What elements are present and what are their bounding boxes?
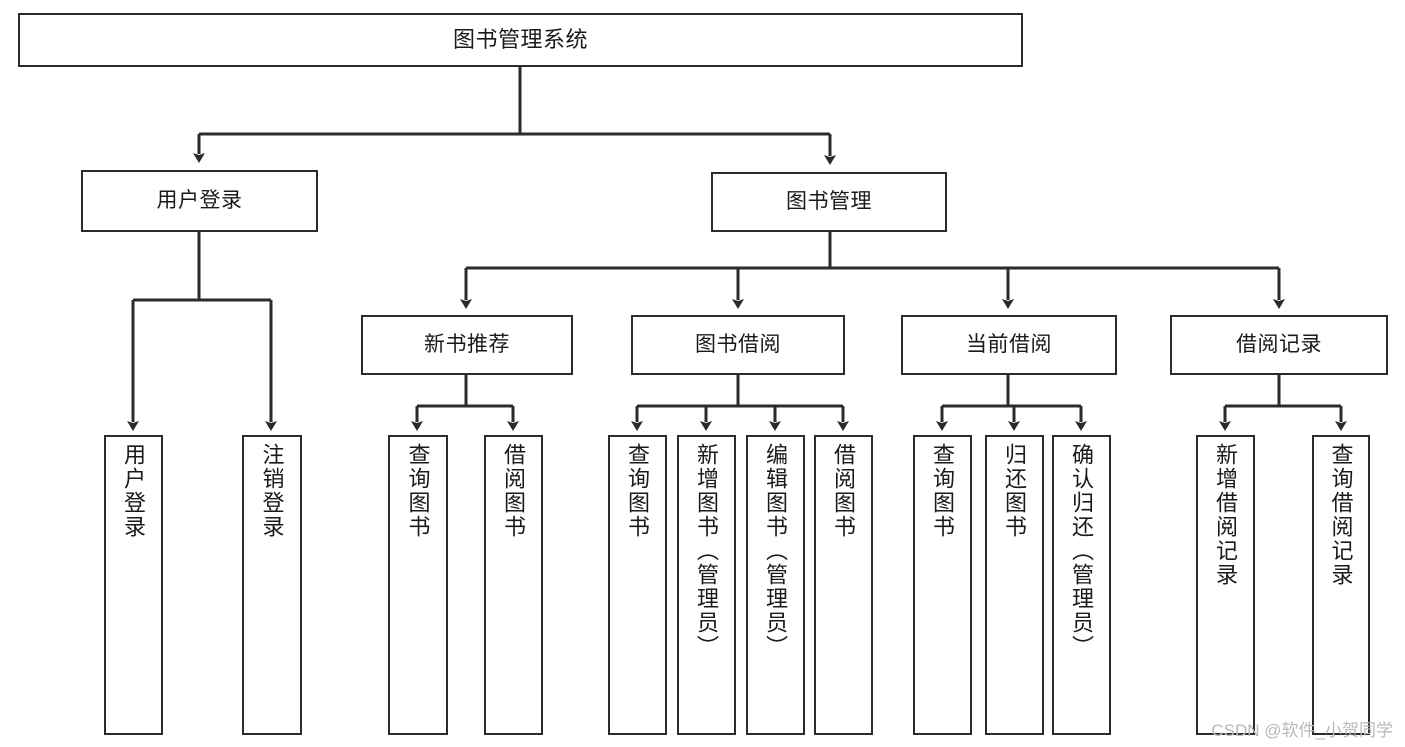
leaf-add-book-label: 新增图书（管理员）	[694, 443, 720, 659]
leaf-query-record[interactable]: 查询借阅记录	[1312, 435, 1370, 735]
leaf-logout-login[interactable]: 注销登录	[242, 435, 302, 735]
node-root-label: 图书管理系统	[452, 27, 588, 53]
leaf-query-book-3-label: 查询图书	[930, 443, 956, 539]
node-root[interactable]: 图书管理系统	[18, 13, 1023, 67]
node-book-manage-label: 图书管理	[786, 189, 872, 213]
leaf-borrow-book-1[interactable]: 借阅图书	[484, 435, 543, 735]
leaf-query-book-1[interactable]: 查询图书	[388, 435, 448, 735]
leaf-return-book[interactable]: 归还图书	[985, 435, 1044, 735]
leaf-confirm-return[interactable]: 确认归还（管理员）	[1052, 435, 1111, 735]
leaf-edit-book-label: 编辑图书（管理员）	[763, 443, 789, 659]
node-borrow-record-label: 借阅记录	[1236, 332, 1322, 356]
node-current-borrow-label: 当前借阅	[966, 332, 1052, 356]
leaf-query-record-label: 查询借阅记录	[1328, 443, 1354, 587]
leaf-query-book-2-label: 查询图书	[625, 443, 651, 539]
leaf-add-book[interactable]: 新增图书（管理员）	[677, 435, 736, 735]
leaf-query-book-1-label: 查询图书	[405, 443, 431, 539]
node-book-manage[interactable]: 图书管理	[711, 172, 947, 232]
node-book-borrow-label: 图书借阅	[695, 332, 781, 356]
leaf-return-book-label: 归还图书	[1002, 443, 1028, 539]
node-new-book-recommend-label: 新书推荐	[424, 332, 510, 356]
node-user-login-label: 用户登录	[156, 188, 243, 212]
node-borrow-record[interactable]: 借阅记录	[1170, 315, 1388, 375]
leaf-borrow-book-2[interactable]: 借阅图书	[814, 435, 873, 735]
node-user-login[interactable]: 用户登录	[81, 170, 318, 232]
node-book-borrow[interactable]: 图书借阅	[631, 315, 845, 375]
leaf-borrow-book-1-label: 借阅图书	[501, 443, 527, 539]
leaf-add-record-label: 新增借阅记录	[1213, 443, 1239, 587]
leaf-logout-login-label: 注销登录	[259, 443, 285, 539]
leaf-confirm-return-label: 确认归还（管理员）	[1069, 443, 1095, 659]
leaf-query-book-2[interactable]: 查询图书	[608, 435, 667, 735]
node-new-book-recommend[interactable]: 新书推荐	[361, 315, 573, 375]
leaf-query-book-3[interactable]: 查询图书	[913, 435, 972, 735]
leaf-edit-book[interactable]: 编辑图书（管理员）	[746, 435, 805, 735]
leaf-add-record[interactable]: 新增借阅记录	[1196, 435, 1255, 735]
leaf-borrow-book-2-label: 借阅图书	[831, 443, 857, 539]
node-current-borrow[interactable]: 当前借阅	[901, 315, 1117, 375]
leaf-user-login[interactable]: 用户登录	[104, 435, 163, 735]
csdn-watermark: CSDN @软件_小贺同学	[1211, 721, 1393, 740]
leaf-user-login-label: 用户登录	[121, 443, 147, 539]
